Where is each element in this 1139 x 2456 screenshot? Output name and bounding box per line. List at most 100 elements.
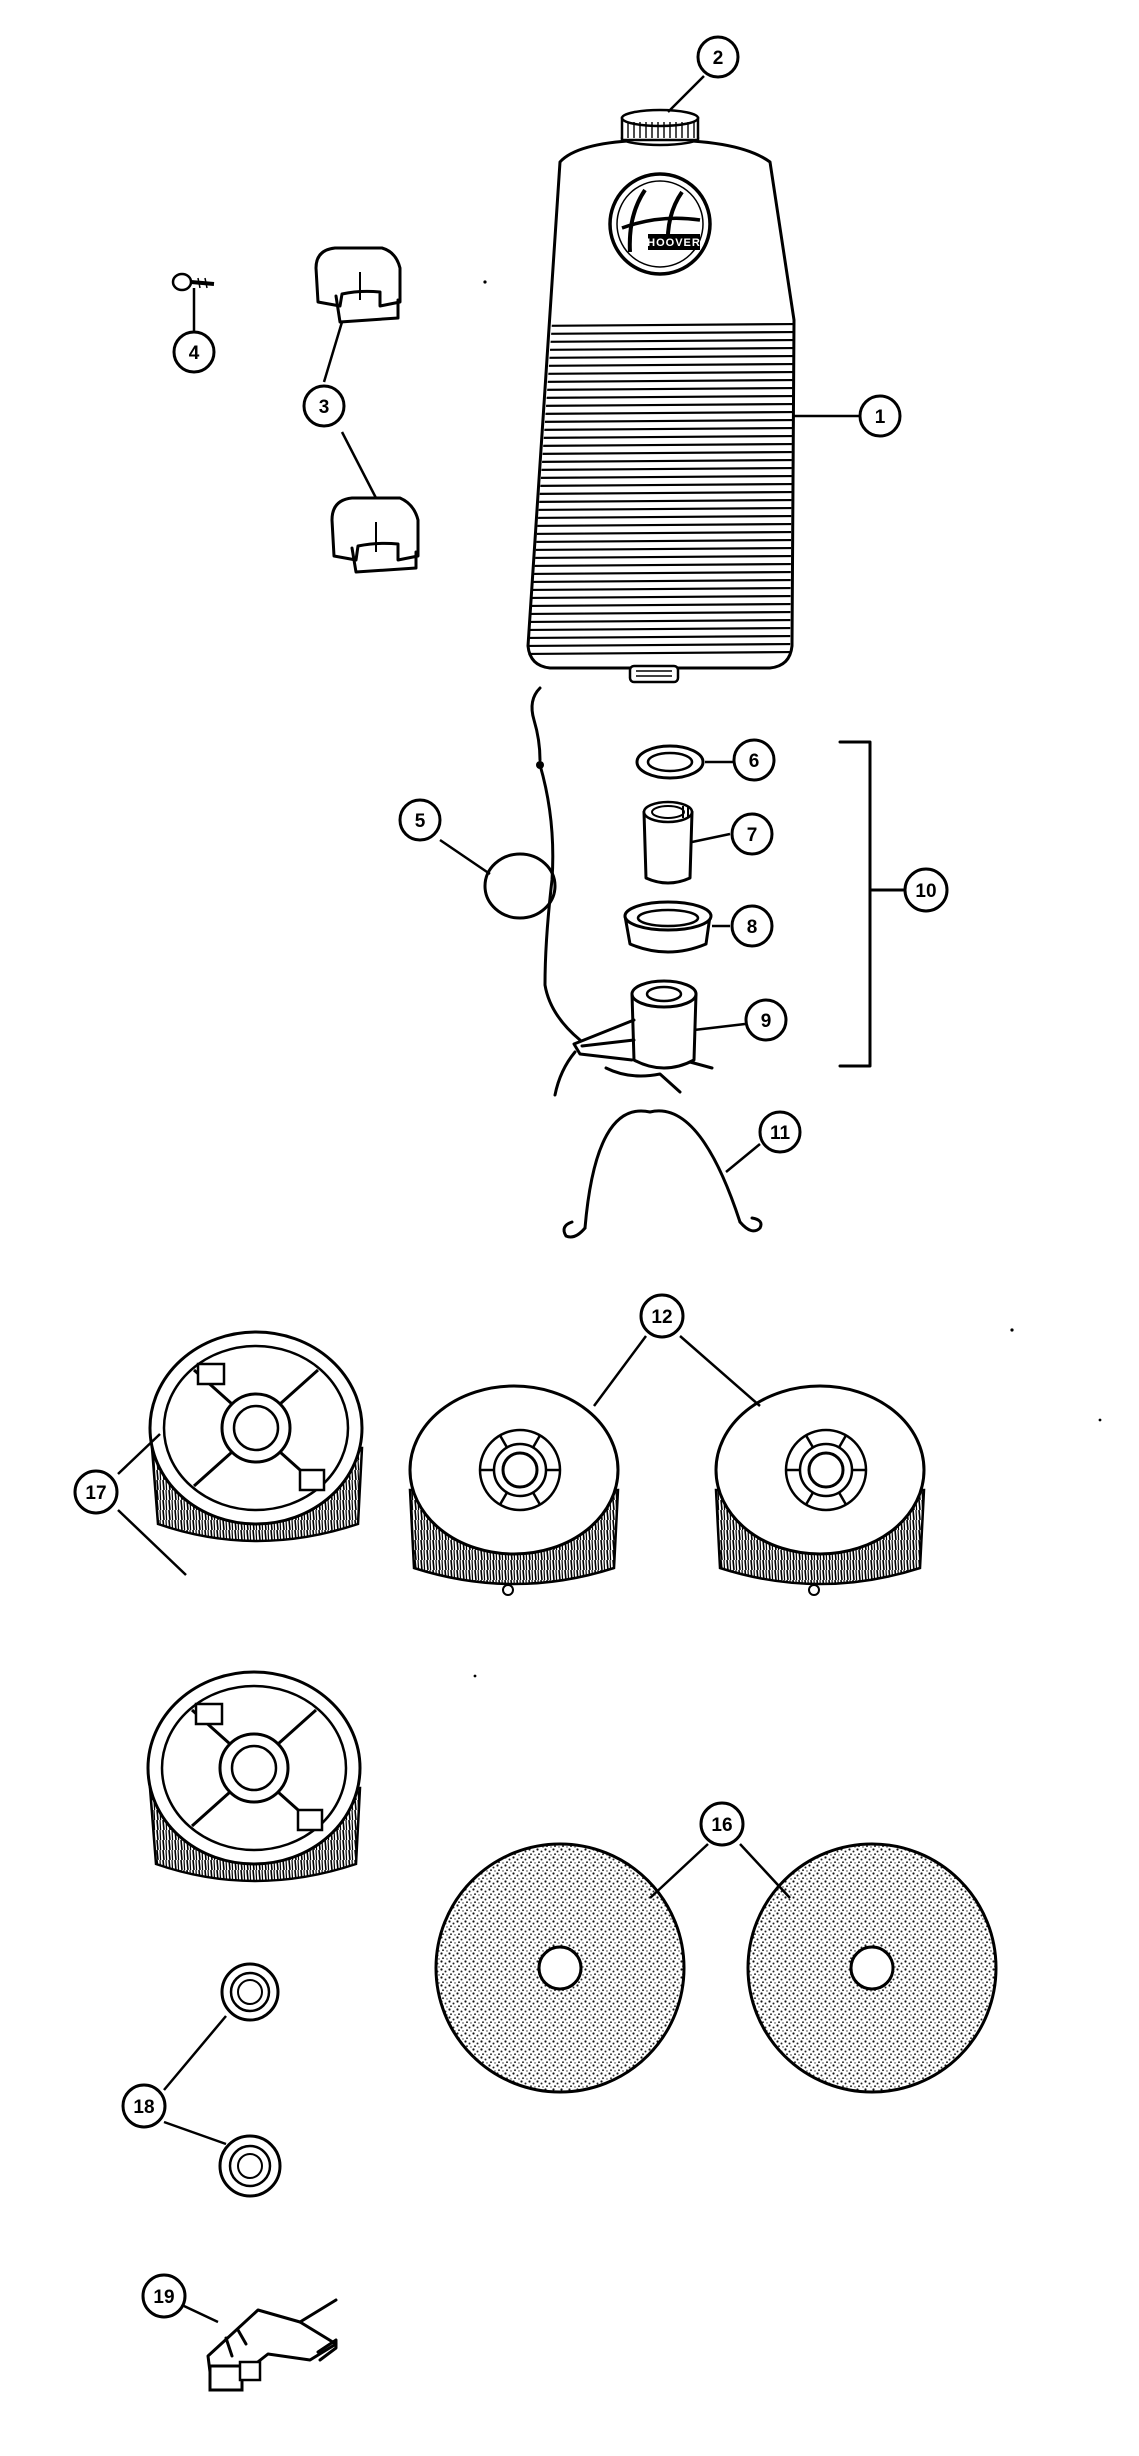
- screw: [171, 272, 215, 292]
- tank-rib: [528, 538, 793, 544]
- tank-rib: [528, 618, 793, 624]
- svg-text:16: 16: [711, 1815, 732, 1836]
- tank-rib: [528, 338, 793, 344]
- tank-rib: [528, 490, 793, 496]
- brush-hub-rib: [837, 1491, 848, 1506]
- tank-rib: [528, 562, 793, 568]
- svg-text:2: 2: [713, 48, 724, 69]
- tank-rib: [528, 386, 793, 392]
- tank-rib: [528, 570, 793, 576]
- tank-rib: [528, 506, 793, 512]
- svg-text:9: 9: [761, 1011, 772, 1032]
- cap-grip: [627, 122, 695, 138]
- brush-hub-rib: [531, 1434, 542, 1449]
- tank-rib: [528, 546, 793, 552]
- tank-rib: [528, 474, 793, 480]
- tank-rib: [528, 410, 793, 416]
- callout-4: 4: [172, 330, 216, 374]
- svg-text:19: 19: [153, 2287, 174, 2308]
- gasket: [635, 744, 705, 780]
- small-bracket: [206, 2298, 338, 2392]
- brush-hub-rib: [837, 1434, 848, 1449]
- tank-rib: [528, 434, 793, 440]
- hoover-logo: HOOVER: [608, 172, 712, 276]
- tank-rib: [528, 586, 793, 592]
- svg-text:1: 1: [875, 407, 886, 428]
- tank-rib: [528, 514, 793, 520]
- callout-8: 8: [730, 904, 774, 948]
- brush-hub-upper: [148, 1330, 364, 1543]
- hub-hole: [230, 1744, 278, 1792]
- specks: [473, 280, 1102, 1678]
- bushing-upper: [220, 1962, 280, 2022]
- brush-hub-rib: [498, 1491, 509, 1506]
- tank-rib: [528, 642, 793, 648]
- svg-text:5: 5: [415, 811, 426, 832]
- tank-ribs: [528, 322, 793, 656]
- brush-pin: [502, 1584, 514, 1596]
- callout-9: 9: [744, 998, 788, 1042]
- tank-cap: [620, 108, 700, 147]
- hub-tab: [296, 1808, 324, 1832]
- tank-rib: [528, 346, 793, 352]
- tank-rib: [528, 610, 793, 616]
- brush-hub-rib: [804, 1434, 815, 1449]
- felt-pad-right: [746, 1842, 998, 2094]
- svg-text:8: 8: [747, 917, 758, 938]
- tank-rib: [528, 578, 793, 584]
- hub-spoke: [190, 1790, 232, 1828]
- brush-hub-rib: [804, 1491, 815, 1506]
- tank-rib: [528, 442, 793, 448]
- brush-right: [714, 1384, 926, 1596]
- tank-rib: [528, 370, 793, 376]
- bail-wire: [562, 1109, 763, 1239]
- brush-hub-lower: [146, 1670, 362, 1883]
- tank-rib: [528, 378, 793, 384]
- tank-rib: [528, 498, 793, 504]
- svg-text:12: 12: [651, 1307, 672, 1328]
- assembly-bracket: [838, 740, 907, 1068]
- tank-rib: [528, 626, 793, 632]
- callout-11: 11: [758, 1110, 802, 1154]
- tank-rib: [528, 402, 793, 408]
- valve-tube: [642, 800, 694, 885]
- hub-tab: [196, 1362, 226, 1386]
- brush-left: [408, 1384, 620, 1596]
- callouts: 1 2 3 4 5 6 7 8 9 10 11 12 16 17 18 19: [73, 35, 949, 2319]
- tank-rib: [528, 330, 793, 336]
- felt-pad-left: [434, 1842, 686, 2094]
- tank-rib: [528, 466, 793, 472]
- solution-tank: HOOVER: [526, 138, 796, 684]
- tank-rib: [528, 354, 793, 360]
- hub-tab: [194, 1702, 224, 1726]
- tank-rib: [528, 482, 793, 488]
- cord-ring: [483, 686, 582, 1042]
- svg-text:7: 7: [747, 825, 758, 846]
- valve-collar: [623, 900, 713, 954]
- callout-12: 12: [639, 1293, 685, 1339]
- tank-rib: [528, 522, 793, 528]
- tank-clip-lower: [330, 496, 420, 574]
- callout-5: 5: [398, 798, 442, 842]
- tank-rib: [528, 394, 793, 400]
- svg-text:3: 3: [319, 397, 330, 418]
- hub-spoke: [192, 1450, 234, 1488]
- leader-lines: [117, 75, 860, 2324]
- tank-rib: [528, 450, 793, 456]
- tank-rib: [528, 458, 793, 464]
- brush-hub-pair: [146, 1330, 364, 1883]
- tank-rib: [528, 602, 793, 608]
- callout-16: 16: [699, 1801, 745, 1847]
- tank-rib: [528, 554, 793, 560]
- tank-rib: [528, 594, 793, 600]
- brush-hub-rib: [498, 1434, 509, 1449]
- valve-body: [553, 979, 714, 1097]
- tank-rib: [528, 322, 793, 328]
- brush-hub-hole: [501, 1451, 539, 1489]
- callout-17: 17: [73, 1469, 119, 1515]
- svg-text:4: 4: [189, 343, 200, 364]
- hub-spoke: [278, 1368, 320, 1406]
- brush-hub-rib: [531, 1491, 542, 1506]
- callout-10: 10: [903, 867, 949, 913]
